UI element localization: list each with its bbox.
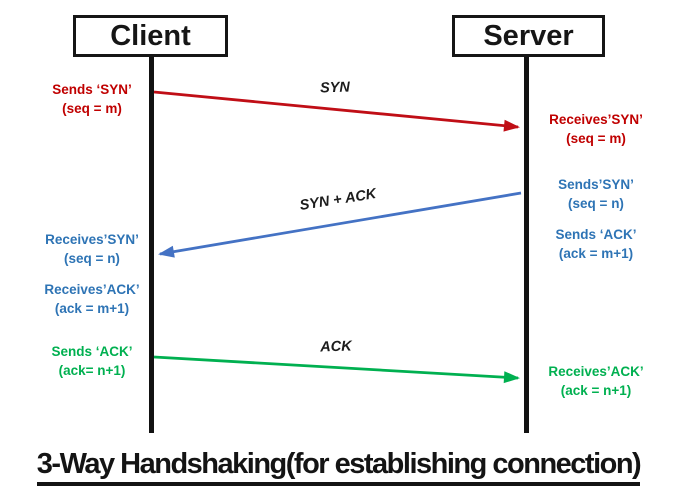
annotation-line: (seq = m): [62, 101, 122, 116]
annotation-line: Sends ‘ACK’: [51, 344, 133, 359]
syn-ack-arrow-label: SYN + ACK: [298, 186, 378, 214]
annotation-line: (ack = m+1): [558, 246, 634, 261]
client-sends-syn-annotation: Sends ‘SYN’ (seq = m): [22, 80, 162, 118]
annotation-line: (ack = m+1): [54, 301, 130, 316]
annotation-line: Sends ‘ACK’: [555, 227, 637, 242]
client-lifeline: [149, 57, 154, 433]
syn-arrow-label: SYN: [319, 79, 351, 97]
annotation-line: (seq = n): [568, 196, 624, 211]
client-receives-ack-annotation: Receives’ACK’ (ack = m+1): [22, 280, 162, 318]
client-sends-ack-annotation: Sends ‘ACK’ (ack= n+1): [22, 342, 162, 380]
server-receives-syn-annotation: Receives’SYN’ (seq = m): [528, 110, 664, 148]
server-receives-ack-annotation: Receives’ACK’ (ack = n+1): [528, 362, 664, 400]
ack-arrow: [153, 355, 520, 384]
annotation-line: Receives’SYN’: [45, 232, 139, 247]
server-sends-ack-annotation: Sends ‘ACK’ (ack = m+1): [528, 225, 664, 263]
server-actor-box: Server: [452, 15, 605, 57]
diagram-title: 3-Way Handshaking(for establishing conne…: [0, 447, 677, 486]
annotation-line: (seq = m): [566, 131, 626, 146]
server-sends-syn-annotation: Sends’SYN’ (seq = n): [528, 175, 664, 213]
ack-arrow-label: ACK: [320, 338, 352, 356]
annotation-line: (seq = n): [64, 251, 120, 266]
server-lifeline: [524, 57, 529, 433]
annotation-line: Sends’SYN’: [558, 177, 634, 192]
client-actor-box: Client: [73, 15, 228, 57]
annotation-line: Receives’ACK’: [548, 364, 644, 379]
syn-arrow: [153, 90, 520, 132]
client-receives-syn-annotation: Receives’SYN’ (seq = n): [22, 230, 162, 268]
annotation-line: (ack = n+1): [560, 383, 632, 398]
diagram-title-text: 3-Way Handshaking(for establishing conne…: [36, 447, 642, 486]
annotation-line: Sends ‘SYN’: [52, 82, 132, 97]
server-label: Server: [483, 19, 574, 52]
client-label: Client: [110, 19, 191, 52]
annotation-line: Receives’ACK’: [44, 282, 140, 297]
annotation-line: Receives’SYN’: [549, 112, 643, 127]
annotation-line: (ack= n+1): [58, 363, 126, 378]
